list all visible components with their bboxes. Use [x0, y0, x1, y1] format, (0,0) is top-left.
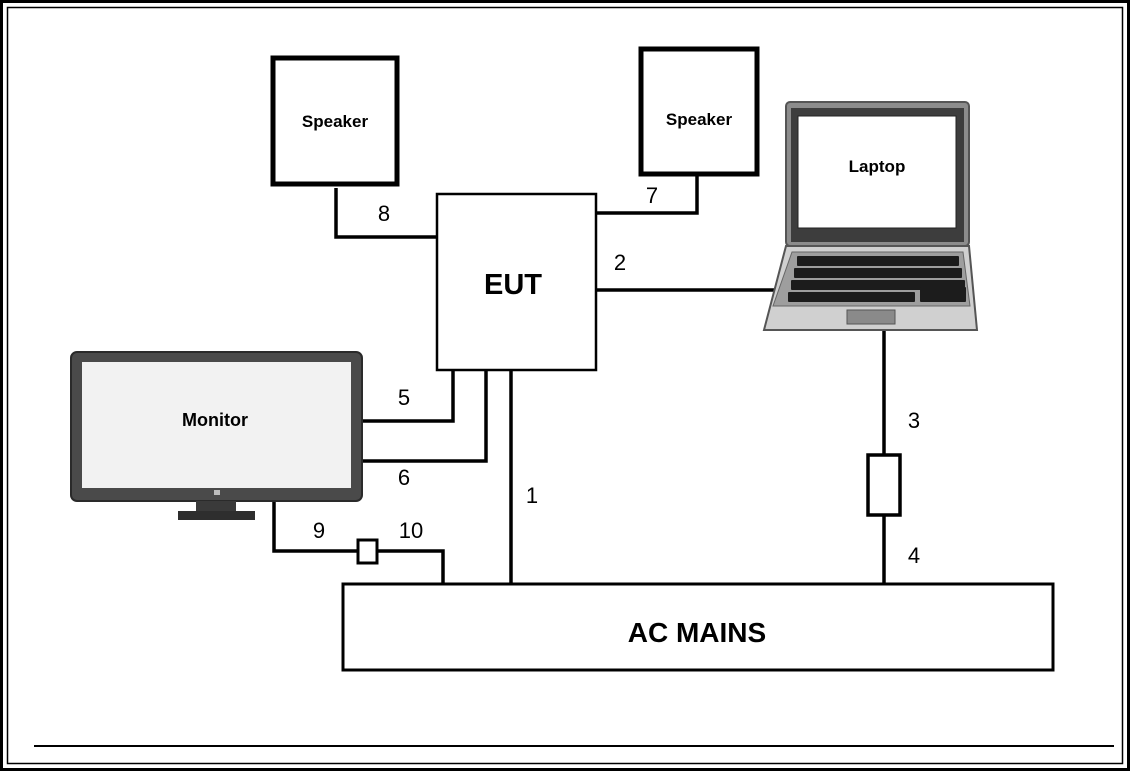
- ac-mains-box: [341, 582, 1055, 672]
- cable-4-label: 4: [908, 543, 920, 568]
- cable-5-label: 5: [398, 385, 410, 410]
- cable-5-line: [360, 370, 455, 423]
- speaker-left-label: Speaker: [302, 112, 369, 131]
- cable-3-label: 3: [908, 408, 920, 433]
- cable-lines: [272, 176, 886, 584]
- cable-8-label: 8: [378, 201, 390, 226]
- cable-6-label: 6: [398, 465, 410, 490]
- eut-box: [435, 192, 598, 372]
- speaker-right-box: [638, 46, 760, 177]
- monitor-icon: [70, 351, 363, 520]
- cable-2-label: 2: [614, 250, 626, 275]
- cable-6-line: [360, 370, 488, 463]
- cable-9-label: 9: [313, 518, 325, 543]
- cable-10-label: 10: [399, 518, 423, 543]
- eut-label: EUT: [484, 269, 542, 301]
- laptop-label: Laptop: [849, 157, 906, 176]
- speaker-left-box: [270, 55, 400, 187]
- cable-1-label: 1: [526, 483, 538, 508]
- cable-10-line: [377, 549, 445, 584]
- cable-7-label: 7: [646, 183, 658, 208]
- cable-3-4-adapter: [866, 453, 902, 517]
- monitor-label: Monitor: [182, 410, 248, 430]
- cable-8-line: [334, 188, 437, 239]
- ac-mains-label: AC MAINS: [628, 617, 766, 648]
- cable-9-line: [272, 500, 358, 553]
- cable-numbers: 8 7 2 5 6 1 3 4 9 10: [313, 183, 920, 568]
- cable-7-line: [596, 176, 699, 215]
- cable-9-10-adapter: [356, 538, 379, 565]
- inner-frame: [6, 6, 1124, 765]
- laptop-icon: [762, 101, 979, 331]
- speaker-right-label: Speaker: [666, 110, 733, 129]
